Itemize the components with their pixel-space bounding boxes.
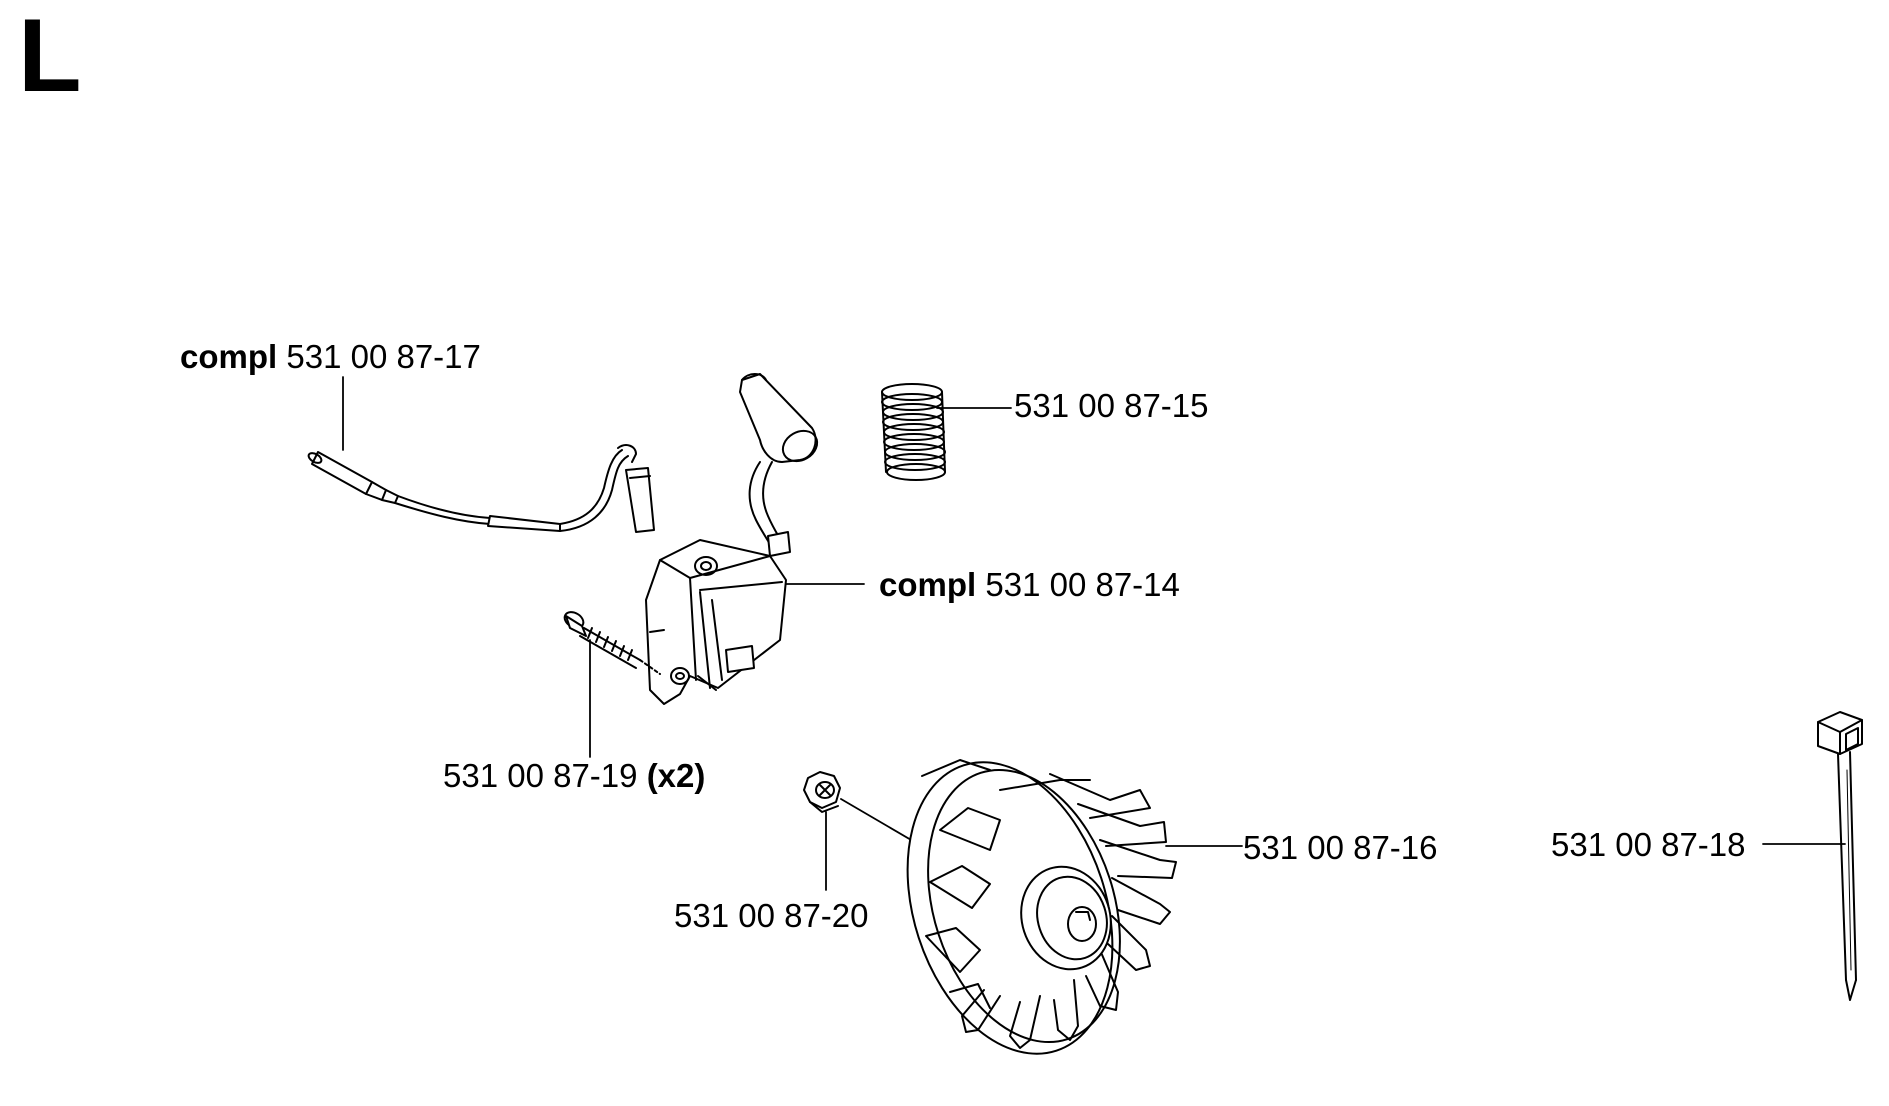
callout-label-p19: 531 00 87-19 (x2) (443, 759, 705, 792)
part-number: 531 00 87-14 (985, 566, 1180, 603)
part-number: 531 00 87-17 (286, 338, 481, 375)
callout-label-p17: compl 531 00 87-17 (180, 340, 481, 373)
part-number: 531 00 87-15 (1014, 387, 1209, 424)
ignition-module-icon (646, 374, 823, 704)
callout-label-p18: 531 00 87-18 (1551, 828, 1746, 861)
cable-tie-icon (1818, 712, 1862, 1000)
leader-lines (343, 377, 1845, 890)
callout-prefix: compl (180, 338, 278, 375)
screw-icon (562, 609, 660, 674)
nut-icon (804, 772, 840, 812)
part-number: 531 00 87-16 (1243, 829, 1438, 866)
callout-prefix: compl (879, 566, 977, 603)
quantity-suffix: (x2) (646, 757, 706, 794)
part-number: 531 00 87-20 (674, 897, 869, 934)
flywheel-icon (872, 736, 1176, 1081)
callout-label-p16: 531 00 87-16 (1243, 831, 1438, 864)
callout-label-p15: 531 00 87-15 (1014, 389, 1209, 422)
part-number: 531 00 87-19 (443, 757, 638, 794)
callout-label-p14: compl 531 00 87-14 (879, 568, 1180, 601)
ignition-lead-icon (307, 445, 654, 532)
section-letter: L (18, 0, 82, 114)
callout-label-p20: 531 00 87-20 (674, 899, 869, 932)
part-number: 531 00 87-18 (1551, 826, 1746, 863)
spring-icon (882, 384, 945, 480)
